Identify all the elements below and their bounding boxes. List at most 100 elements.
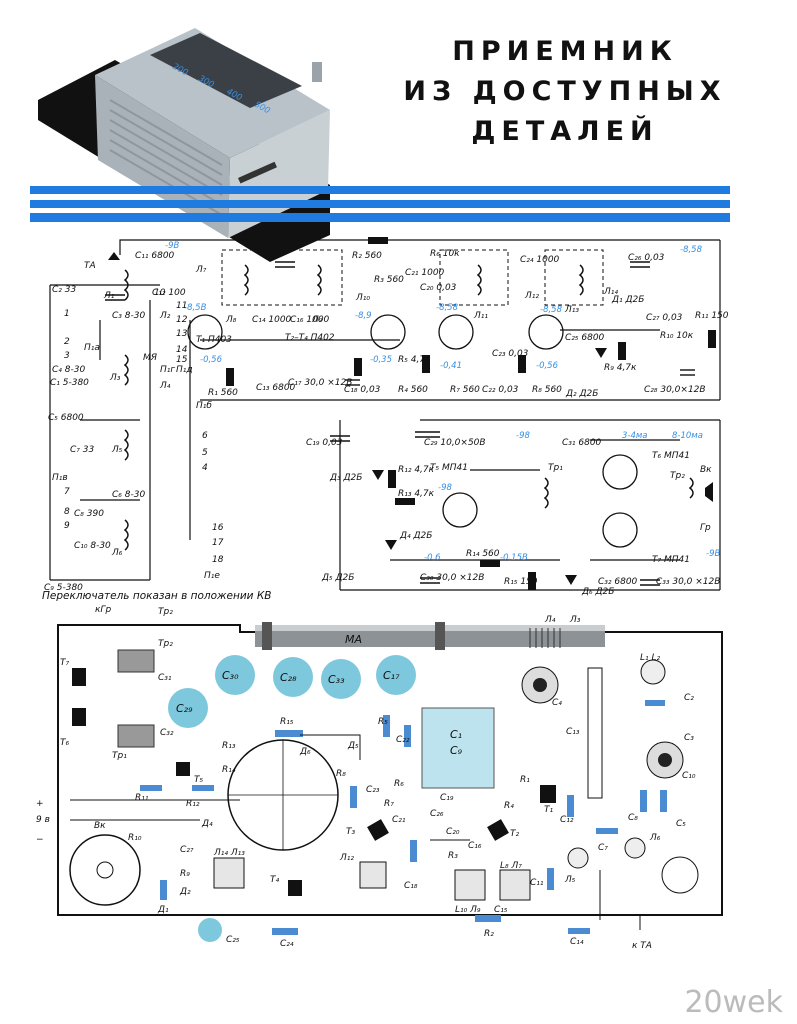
label-switch: П₁а [84,343,100,353]
part-label: Д₄ [201,819,213,829]
label-c30: C₃₀ 30,0 ×12B [420,573,484,583]
contact-number: 11 [176,301,187,311]
label-coil-l14-l13: Л₁₄ Л₁₃ [213,848,245,858]
contact-number: 8 [64,507,70,517]
label-r12: R₁₂ 4,7к [398,465,435,475]
part-label: R₅ [378,717,388,727]
label-r7: R₇ 560 [450,385,480,395]
part-label: C₃₂ [160,728,174,738]
ferrite-label: МА [345,633,362,646]
label-c33: C₃₃ [328,673,345,686]
label-transistor-t6: T₆ МП41 [652,451,690,461]
part-label: C₂₆ [430,809,444,819]
io-label: кГр [95,605,111,615]
contact-number: 7 [64,487,70,497]
label-c15: C₁₅ [258,245,272,255]
contact-number: 17 [212,538,224,548]
label-c23: C₂₃ 0,03 [492,349,529,359]
part-label: C₂₁ [392,815,406,825]
label-r15: R₁₅ 150 [504,577,538,587]
title-line: ПРИЕМНИК [452,36,678,67]
io-label: 9 в [36,815,50,825]
label-c9: C₉ [450,744,463,757]
voltage: -98 [438,483,452,493]
capacitor-symbols [105,261,695,586]
label-r14: R₁₄ 560 [466,549,500,559]
label-switch: П₁е [204,571,220,581]
part-label: C₅ [676,819,686,829]
part-label: Л₅ [564,875,576,885]
resistor-symbols [226,237,716,590]
contact-number: 10 [154,288,166,298]
label-c5: C₅ 6800 [48,413,84,423]
io-label: Тр₂ [158,607,173,617]
voltage: -0,56 [536,361,559,371]
label-tr1: Тр₁ [548,463,563,473]
part-label: R₇ [384,799,394,809]
antenna-jack [661,856,699,894]
label-c17: C₁₇ [383,669,400,682]
contact-number: 4 [202,463,208,473]
part-label: C₁₄ [570,937,584,947]
label-transistor-t5: T₅ МП41 [430,463,468,473]
part-label: Т₇ [60,658,69,668]
part-label: Тр₁ [112,751,127,761]
capacitor-c17 [376,655,416,695]
part-label: R₁₅ [280,717,294,727]
label-c8: C₈ 390 [74,509,104,519]
contact-number: 14 [176,345,188,355]
part-label: C₃ [684,733,694,743]
label-transistor-t1: T₁ П403 [196,335,232,345]
volume-control [69,834,141,906]
voltage: 3-4ма [622,431,648,441]
part-label: C₁₀ [682,771,696,781]
transistor-symbols [187,314,638,548]
contact-number: 6 [202,431,208,441]
part-label: C₁₈ [404,881,418,891]
label-c25: C₂₅ 6800 [565,333,605,343]
label-r10: R₁₀ 10к [660,331,694,341]
speaker-icon [705,482,713,502]
label-switch-power: Вк [700,465,712,475]
radio-top [95,28,330,158]
label-c28: C₂₈ 30,0×12B [644,385,706,395]
label-speaker: Гр [700,523,711,533]
label-r8: R₈ 560 [532,385,562,395]
part-label: R₁₄ [222,765,236,775]
diode-symbols [372,348,607,585]
capacitor-c28 [273,657,313,697]
part-label: R₂ [484,929,494,939]
part-label: T₃ [346,827,355,837]
voltage: -9B [165,241,179,251]
variable-capacitor-block [421,707,495,789]
contact-number: 2 [64,337,70,347]
blue-stripe [30,213,730,222]
part-label: Д₂ [179,887,191,897]
label-c3: C₃ 8-30 [112,311,145,321]
label-transistor-t7: T₇ МП41 [652,555,690,565]
coil-block-l14-l13 [213,857,245,889]
label-c13: C₁₃ 6800 [256,383,296,393]
article-title: ПРИЕМНИК ИЗ ДОСТУПНЫХ ДЕТАЛЕЙ [400,32,730,152]
label-c16: C₁₆ 1000 [290,315,330,325]
label-diode: Д₁ Д2Б [611,295,644,305]
io-label: к ТА [632,941,652,951]
part-label: C₂₄ [280,939,294,949]
contact-number: 5 [202,448,208,458]
label-c11: C₁₁ 6800 [135,251,175,261]
label-c1: C₁ 5-380 [50,378,89,388]
part-label: R₆ [394,779,404,789]
label-c31: C₃₁ 6800 [562,438,602,448]
part-label: Тр₂ [158,639,173,649]
coil-block-l8-l7 [499,869,531,901]
part-label: R₁ [520,775,530,785]
label-c4: C₄ 8-30 [52,365,85,375]
board-transistors [72,668,556,896]
contact-number: 18 [212,555,224,565]
voltage: -0,6 [424,553,441,563]
blue-stripe [30,186,730,194]
tuning-knob [312,62,322,82]
part-label: R₁₃ [222,741,236,751]
